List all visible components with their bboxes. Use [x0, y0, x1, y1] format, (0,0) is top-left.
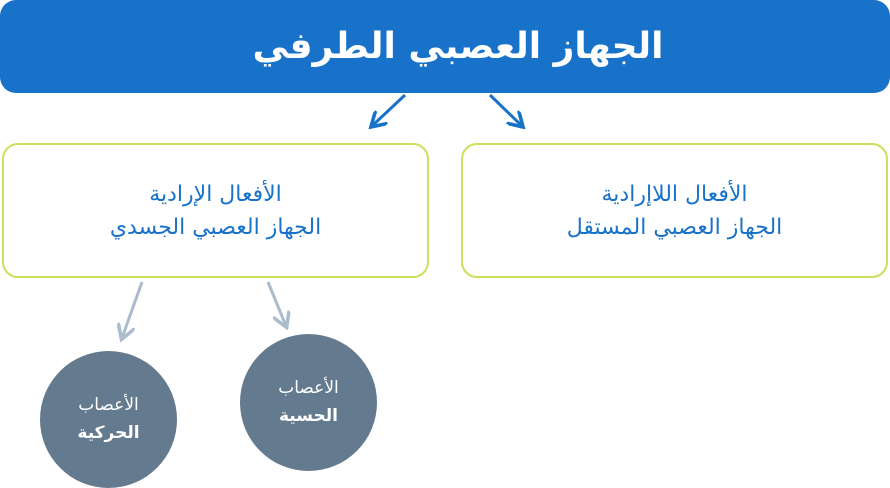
- diagram-title: الجهاز العصبي الطرفي: [252, 26, 664, 67]
- motor-nerves-line1: الأعصاب: [78, 395, 139, 416]
- voluntary-actions-box: الأفعال الإرادية الجهاز العصبي الجسدي: [2, 143, 429, 278]
- arrow-to-motor: [122, 281, 144, 338]
- arrow-to-involuntary: [488, 93, 522, 126]
- involuntary-actions-box: الأفعال اللاإرادية الجهاز العصبي المستقل: [461, 143, 888, 278]
- motor-nerves-node: الأعصاب الحركية: [40, 351, 177, 488]
- arrow-to-voluntary: [372, 93, 407, 126]
- autonomic-system-label: الجهاز العصبي المستقل: [566, 214, 783, 240]
- arrow-to-sensory: [266, 281, 286, 326]
- motor-nerves-line2: الحركية: [77, 422, 140, 443]
- sensory-nerves-line2: الحسية: [279, 405, 339, 426]
- somatic-system-label: الجهاز العصبي الجسدي: [109, 214, 322, 240]
- voluntary-actions-label: الأفعال الإرادية: [149, 181, 282, 207]
- title-banner: الجهاز العصبي الطرفي: [0, 0, 890, 93]
- involuntary-actions-label: الأفعال اللاإرادية: [601, 181, 748, 207]
- sensory-nerves-line1: الأعصاب: [278, 378, 339, 399]
- sensory-nerves-node: الأعصاب الحسية: [240, 334, 377, 471]
